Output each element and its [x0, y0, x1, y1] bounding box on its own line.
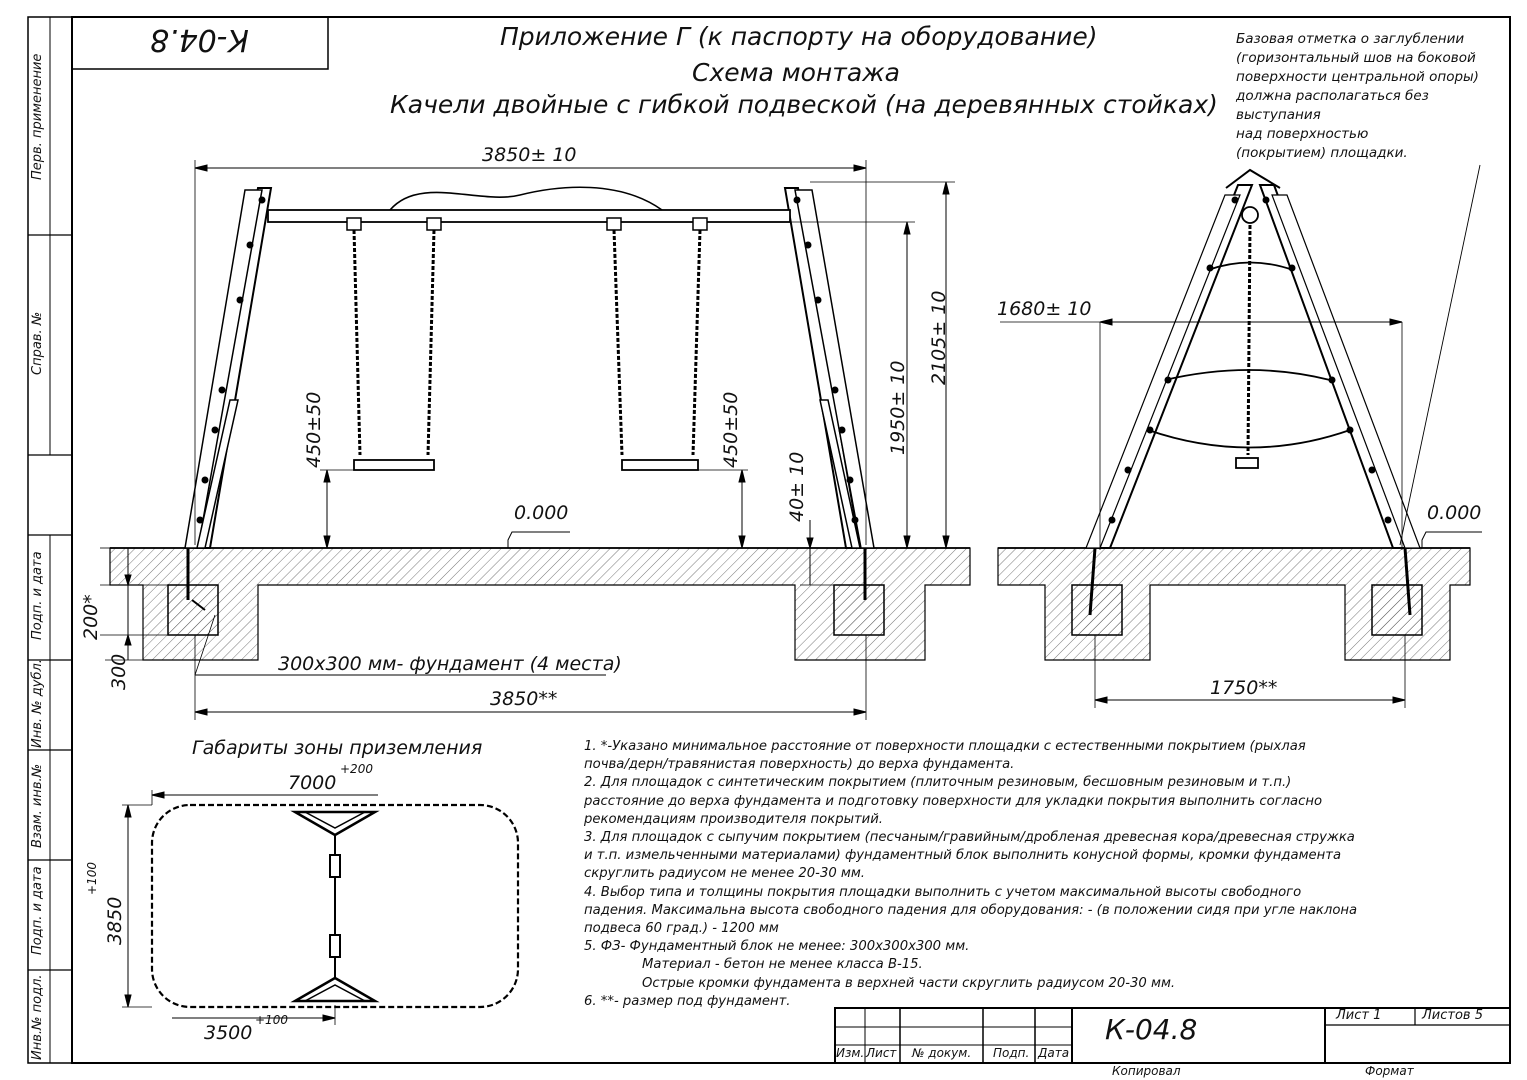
dim-zone-width-tol: +100 [85, 862, 99, 895]
base-note-line: поверхности центральной опоры) [1236, 69, 1479, 85]
note-line: почва/дерн/травянистая поверхность) до в… [584, 757, 1015, 773]
zero-mark-side: 0.000 [1427, 502, 1482, 524]
front-view [100, 160, 971, 720]
side-view [997, 164, 1482, 708]
code-box-label: К-04.8 [150, 22, 249, 57]
seat-right [621, 459, 699, 471]
title-line-1: Приложение Г (к паспорту на оборудование… [500, 22, 1098, 51]
dim-height-total: 2105± 10 [928, 290, 950, 386]
note-line: Материал - бетон не менее класса В-15. [642, 957, 923, 973]
title-line-3: Качели двойные с гибкой подвеской (на де… [390, 90, 1218, 119]
col-list: Лист [866, 1046, 897, 1060]
dim-depth-200: 200* [80, 594, 102, 640]
base-note-line: (покрытием) площадки. [1236, 145, 1408, 161]
dim-foundation-gap: 40± 10 [786, 451, 808, 522]
dim-zone-width: 3850 [104, 896, 126, 945]
base-note-line: выступания [1236, 107, 1321, 123]
dim-front-width-top: 3850± 10 [482, 144, 577, 166]
note-line: 2. Для площадок с синтетическим покрытие… [584, 775, 1292, 791]
note-line: и т.п. измельченными материалами) фундам… [584, 848, 1342, 864]
dim-side-width-bottom: 1750** [1210, 677, 1278, 699]
note-line: 5. ФЗ- Фундаментный блок не менее: 300х3… [584, 939, 970, 955]
notes-block: 1. *-Указано минимальное расстояние от п… [584, 738, 1357, 1011]
side-label-podp-2: Подп. и дата [30, 866, 45, 955]
dim-zone-inner: 3500 [204, 1022, 253, 1044]
dim-front-width-bottom: 3850** [490, 688, 558, 710]
base-note-line: должна располагаться без [1236, 88, 1429, 104]
side-label-podp-1: Подп. и дата [30, 551, 45, 640]
dim-side-width-top: 1680± 10 [997, 298, 1092, 320]
note-line: рекомендациям производителя покрытий. [584, 811, 883, 827]
seat-left [353, 459, 435, 471]
title-block-sheet: Лист 1 [1336, 1008, 1382, 1023]
dim-zone-inner-tol: +100 [255, 1013, 288, 1027]
title-block-code: К-04.8 [1105, 1013, 1198, 1046]
side-label-sprav: Справ. № [30, 311, 45, 375]
base-note-line: над поверхностью [1236, 126, 1369, 142]
top-beam [267, 209, 791, 223]
note-line: 3. Для площадок с сыпучим покрытием (пес… [584, 830, 1355, 846]
note-line: 6. **- размер под фундамент. [584, 993, 791, 1009]
foundation-block-right [833, 584, 885, 636]
zero-mark-front: 0.000 [514, 502, 569, 524]
code-box [71, 16, 329, 70]
base-note-line: (горизонтальный шов на боковой [1236, 50, 1476, 66]
format: Формат [1365, 1064, 1414, 1078]
note-line: падения. Максимальна высота свободного п… [584, 902, 1358, 918]
title-block [834, 1007, 1511, 1064]
landing-zone-plan [122, 790, 520, 1025]
kopiroval: Копировал [1112, 1064, 1181, 1078]
note-line: Острые кромки фундамента в верхней части… [642, 975, 1176, 991]
foundation-block-left [167, 584, 219, 636]
base-note-line: Базовая отметка о заглублении [1236, 31, 1465, 47]
note-line: скруглить радиусом не менее 20-30 мм. [584, 866, 866, 882]
dim-seat-left: 450±50 [303, 391, 325, 468]
title-block-sheets: Листов 5 [1422, 1008, 1483, 1023]
side-label-vzam: Взам. инв.№ [30, 763, 45, 848]
dim-depth-300: 300 [108, 653, 130, 690]
dim-height-beam: 1950± 10 [887, 360, 909, 456]
base-note: Базовая отметка о заглублении (горизонта… [1236, 30, 1479, 163]
note-line: 1. *-Указано минимальное расстояние от п… [584, 739, 1306, 754]
note-line: 4. Выбор типа и толщины покрытия площадк… [584, 884, 1302, 900]
side-label-inv-podl: Инв.№ подл. [30, 974, 45, 1060]
dim-zone-length-tol: +200 [340, 762, 373, 776]
note-line: расстояние до верха фундамента и подгото… [584, 793, 1323, 809]
foundation-label: 300х300 мм- фундамент (4 места) [278, 653, 622, 675]
side-label-inv-dubl: Инв. № дубл. [30, 659, 45, 748]
col-docum: № докум. [912, 1046, 972, 1060]
col-izm: Изм. [836, 1046, 865, 1060]
title-line-2: Схема монтажа [692, 58, 900, 87]
dim-zone-length: 7000 [288, 772, 337, 794]
col-data: Дата [1038, 1046, 1070, 1060]
side-label-perv: Перв. применение [30, 53, 45, 180]
note-line: подвеса 60 град.) - 1200 мм [584, 921, 779, 937]
col-podp: Подп. [993, 1046, 1030, 1060]
dim-seat-right: 450±50 [720, 391, 742, 468]
landing-zone-title: Габариты зоны приземления [192, 737, 483, 759]
